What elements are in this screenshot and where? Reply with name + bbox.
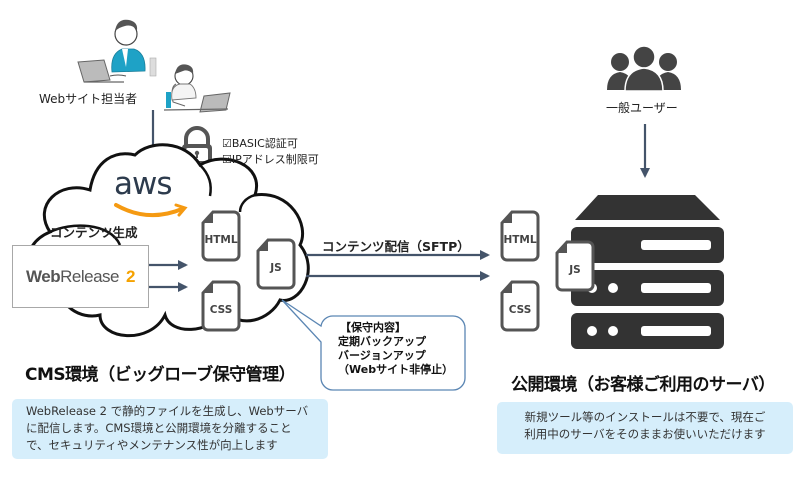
operator-label: Webサイト担当者 <box>39 92 138 106</box>
maintenance-item: バージョンアップ <box>338 349 426 362</box>
cms-environment-title: CMS環境（ビッグローブ保守管理） <box>25 365 296 385</box>
js-file-icon: JS <box>555 240 595 292</box>
cms-environment-note: WebRelease 2 で静的ファイルを生成し、Webサーバ に配信します。C… <box>12 399 328 459</box>
security-basic-auth: ☑BASIC認証可 <box>222 137 298 150</box>
html-file-icon: HTML <box>500 210 540 262</box>
maintenance-item: 定期バックアップ <box>338 335 426 348</box>
js-file-icon: JS <box>256 238 296 290</box>
aws-logo-text: aws <box>114 166 173 202</box>
cloud-lobe-line <box>49 224 122 246</box>
content-generation-label: コンテンツ生成 <box>50 225 138 240</box>
aws-smile-arrow-icon <box>174 203 188 217</box>
cloud-lobe-line <box>238 193 256 213</box>
cloud-lobe-line <box>199 164 212 197</box>
maintenance-callout-shape <box>281 299 466 391</box>
security-ip-restriction: ☑IPアドレス制限可 <box>222 153 319 166</box>
maintenance-heading: 【保守内容】 <box>340 321 406 334</box>
operator-woman-illustration <box>163 64 231 113</box>
operator-man-illustration <box>77 19 157 83</box>
css-file-icon: CSS <box>500 280 540 332</box>
security-list: ☑BASIC認証可 ☑IPアドレス制限可 <box>222 136 319 168</box>
server-icon <box>571 195 724 349</box>
maintenance-callout-text: 【保守内容】 定期バックアップ バージョンアップ （Webサイト非停止） <box>338 321 453 377</box>
sftp-transfer-label: コンテンツ配信（SFTP） <box>322 239 470 254</box>
maintenance-item: （Webサイト非停止） <box>338 363 454 376</box>
public-environment-title: 公開環境（お客様ご利用のサーバ） <box>511 375 775 395</box>
users-group-icon <box>607 45 681 92</box>
html-file-icon: HTML <box>201 210 241 262</box>
users-label: 一般ユーザー <box>606 101 678 115</box>
css-file-icon: CSS <box>201 280 241 332</box>
aws-smile-icon <box>114 203 184 218</box>
public-environment-note: 新規ツール等のインストールは不要で、現在ご 利用中のサーバをそのままお使いいただ… <box>497 402 793 454</box>
